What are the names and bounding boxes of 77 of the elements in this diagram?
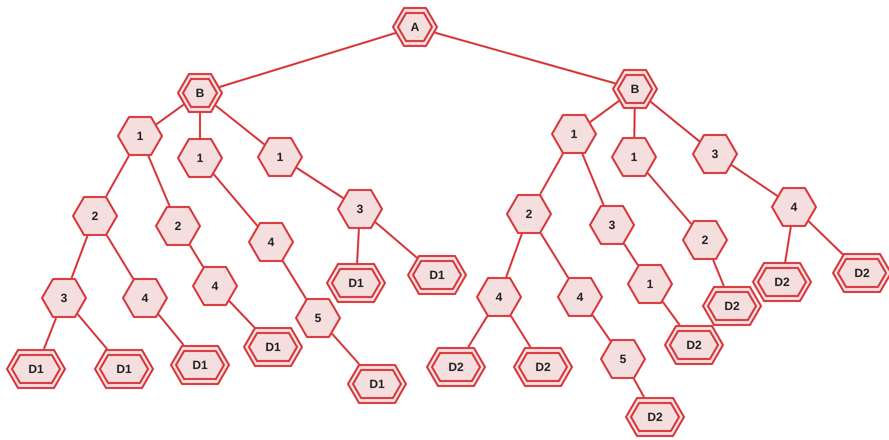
hexagon-node: 1 <box>611 137 657 177</box>
hexagon-node: 2 <box>682 220 728 260</box>
hexagon-node: D2 <box>625 397 685 437</box>
hexagon-node: D1 <box>170 345 230 385</box>
hexagon-node: 1 <box>257 137 303 177</box>
connector-line <box>650 100 700 142</box>
connector-line <box>147 156 171 206</box>
hexagon-node: D1 <box>407 255 467 295</box>
connector-line <box>505 234 523 278</box>
hexagon-node: 4 <box>122 278 168 318</box>
connector-line <box>212 173 258 227</box>
connector-line <box>215 104 265 146</box>
connector-line <box>662 301 680 326</box>
connector-line <box>592 314 612 342</box>
connector-line <box>228 300 256 328</box>
connector-line <box>282 260 307 300</box>
hexagon-node: D2 <box>513 347 573 387</box>
hexagon-node: D2 <box>832 253 889 293</box>
hexagon-node: 5 <box>600 339 646 379</box>
connector-line <box>296 167 344 199</box>
hexagon-node: 4 <box>771 187 817 227</box>
connector-line <box>590 100 620 123</box>
connector-line <box>105 156 130 196</box>
connector-line <box>510 315 532 348</box>
hexagon-node: 1 <box>117 116 163 156</box>
hexagon-node: B <box>612 69 658 109</box>
hexagon-node: 3 <box>41 278 87 318</box>
hexagon-node: 1 <box>627 264 673 304</box>
connector-line <box>633 108 636 138</box>
connector-line <box>106 234 134 280</box>
connector-line <box>199 113 201 138</box>
connector-line <box>467 316 488 348</box>
hexagon-node: 5 <box>295 298 341 338</box>
hexagon-node: 3 <box>337 189 383 229</box>
hexagon-node: 4 <box>192 266 238 306</box>
connector-line <box>70 236 88 278</box>
connector-line <box>784 226 792 262</box>
hexagon-node: 1 <box>177 138 223 178</box>
hexagon-node: D1 <box>326 263 386 303</box>
connector-line <box>158 314 184 346</box>
hexagon-node: 2 <box>72 196 118 236</box>
hexagon-node: 2 <box>155 206 201 246</box>
hexagon-node: D2 <box>664 325 724 365</box>
connector-line <box>42 318 58 350</box>
connector-line <box>633 378 645 398</box>
hexagon-node: 1 <box>551 114 597 154</box>
hexagon-node: 2 <box>506 194 552 234</box>
connector-line <box>189 244 204 268</box>
hexagon-node: 3 <box>589 205 635 245</box>
connector-line <box>374 221 418 259</box>
hexagon-node: 4 <box>557 277 603 317</box>
connector-line <box>712 260 725 286</box>
hexagon-node: D2 <box>426 347 486 387</box>
hexagon-node: D2 <box>752 262 812 302</box>
hexagon-node: B <box>177 73 223 113</box>
connector-line <box>623 243 639 266</box>
connector-line <box>219 32 396 88</box>
connector-line <box>76 313 108 350</box>
connector-line <box>731 164 778 197</box>
hexagon-node: D1 <box>6 349 66 389</box>
hexagon-node: 4 <box>476 277 522 317</box>
connector-line <box>356 228 360 264</box>
connector-line <box>646 172 692 225</box>
connector-line <box>540 232 570 278</box>
hexagon-node: D1 <box>94 349 154 389</box>
connector-line <box>156 104 184 126</box>
hexagon-node: A <box>392 7 438 47</box>
connector-line <box>581 154 605 206</box>
hexagon-node: 3 <box>692 134 738 174</box>
hexagon-node: D1 <box>347 364 407 404</box>
connector-line <box>539 154 564 194</box>
hexagon-node: D1 <box>243 327 303 367</box>
hexagon-node: 4 <box>248 222 294 262</box>
hexagon-node: D2 <box>702 286 762 326</box>
connector-line <box>808 220 844 256</box>
connector-line <box>331 332 360 365</box>
connector-line <box>434 32 616 84</box>
